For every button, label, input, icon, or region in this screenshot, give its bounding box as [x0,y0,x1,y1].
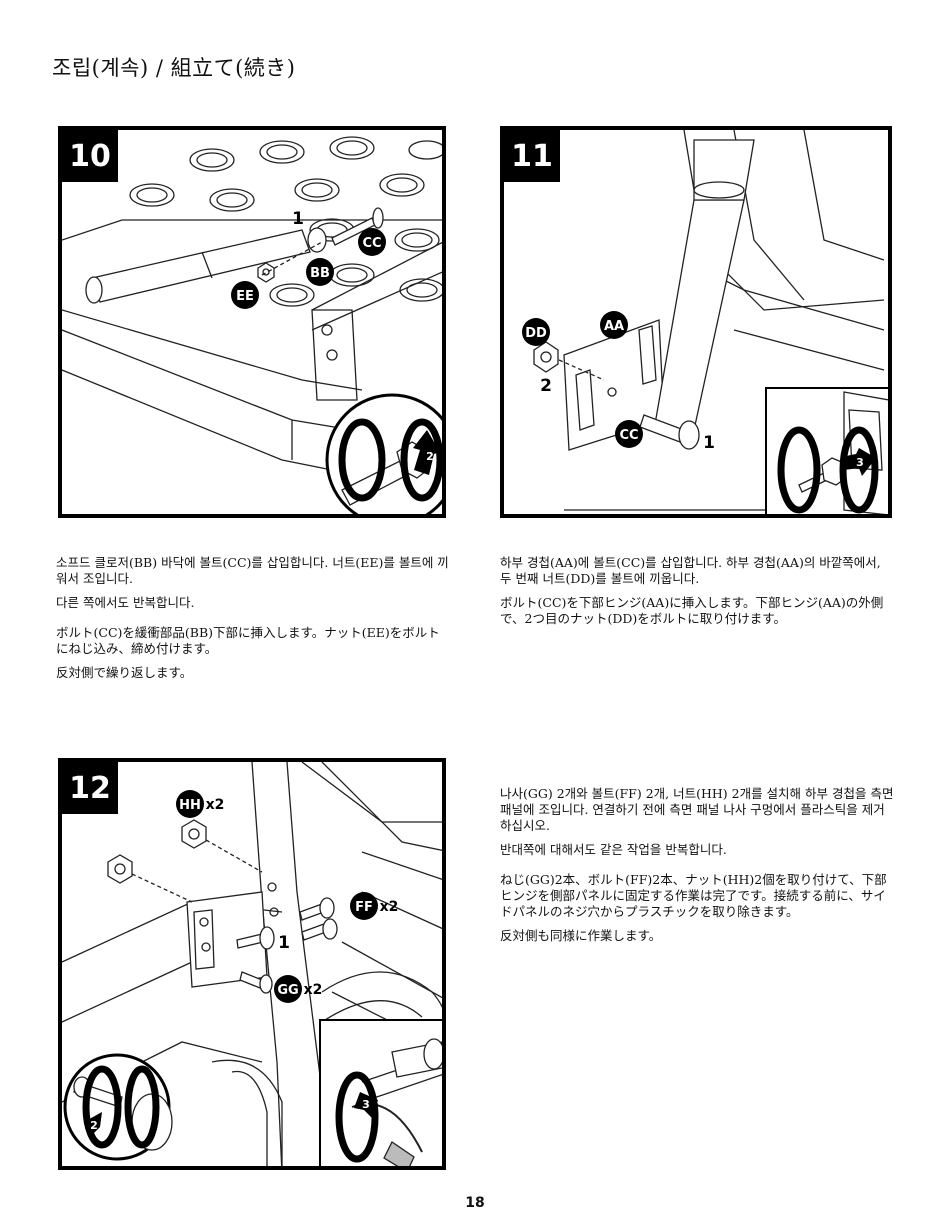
step11-japanese-1: ボルト(CC)を下部ヒンジ(AA)に挿入します。下部ヒンジ(AA)の外側で、2つ… [500,595,884,626]
step12-japanese-2: 反対側も同様に作業します。 [500,928,662,943]
step11-number-1: 1 [703,433,715,453]
step12-korean-2: 반대쪽에 대해서도 같은 작업을 반복합니다. [500,842,727,857]
step10-korean-1: 소프드 클로저(BB) 바닥에 볼트(CC)를 삽입합니다. 너트(EE)를 볼… [56,555,449,586]
step12-korean-1: 나사(GG) 2개와 볼트(FF) 2개, 너트(HH) 2개를 설치해 하부 … [500,786,894,833]
step10-callout-cc: CC [362,236,381,251]
step12-arrow-2: 2 [90,1119,98,1132]
step12-number-1: 1 [278,933,290,953]
step-11-instructions: 하부 경첩(AA)에 볼트(CC)를 삽입합니다. 하부 경첩(AA)의 바깥쪽… [500,555,892,635]
step-12-drawing: HH x2 FF x2 GG x2 1 2 3 [62,762,442,1166]
step-11-drawing: DD AA CC 2 1 3 [522,130,888,514]
step11-arrow-3: 3 [856,456,864,469]
step11-number-2: 2 [540,376,552,396]
step12-callout-hh: HH [179,798,201,813]
step12-arrow-3: 3 [362,1098,370,1111]
step-12-number: 12 [62,762,118,814]
step10-arrow-2: 2 [426,450,434,463]
step12-callout-gg: GG [277,983,298,998]
step12-qty-gg: x2 [304,982,323,998]
step11-korean-1: 하부 경첩(AA)에 볼트(CC)를 삽입합니다. 하부 경첩(AA)의 바깥쪽… [500,555,881,586]
step11-callout-cc: CC [619,428,638,443]
step10-number-1: 1 [292,209,304,229]
step12-callout-ff: FF [355,900,373,915]
step-10-instructions: 소프드 클로저(BB) 바닥에 볼트(CC)를 삽입합니다. 너트(EE)를 볼… [56,555,451,689]
step12-qty-hh: x2 [206,797,225,813]
step-10-drawing: CC BB EE 1 2 [62,136,442,514]
page-title: 조립(계속) / 組立て(続き) [52,56,296,80]
step-12-illustration: HH x2 FF x2 GG x2 1 2 3 12 [58,758,446,1170]
step10-callout-ee: EE [236,289,254,304]
step-10-number: 10 [62,130,118,182]
step-12-instructions: 나사(GG) 2개와 볼트(FF) 2개, 너트(HH) 2개를 설치해 하부 … [500,786,895,952]
step10-callout-bb: BB [310,266,330,281]
step10-korean-2: 다른 쪽에서도 반복합니다. [56,595,195,610]
step10-japanese-1: ボルト(CC)を緩衝部品(BB)下部に挿入します。ナット(EE)をボルトにねじ込… [56,625,440,656]
step-11-number: 11 [504,130,560,182]
step11-callout-dd: DD [525,326,547,341]
step-10-illustration: CC BB EE 1 2 10 [58,126,446,518]
step12-qty-ff: x2 [380,899,399,915]
step12-japanese-1: ねじ(GG)2本、ボルト(FF)2本、ナット(HH)2個を取り付けて、下部ヒンジ… [500,872,887,919]
step11-callout-aa: AA [604,319,624,334]
page-number: 18 [465,1195,485,1211]
step10-japanese-2: 反対側で繰り返します。 [56,665,193,680]
step-11-illustration: DD AA CC 2 1 3 11 [500,126,892,518]
